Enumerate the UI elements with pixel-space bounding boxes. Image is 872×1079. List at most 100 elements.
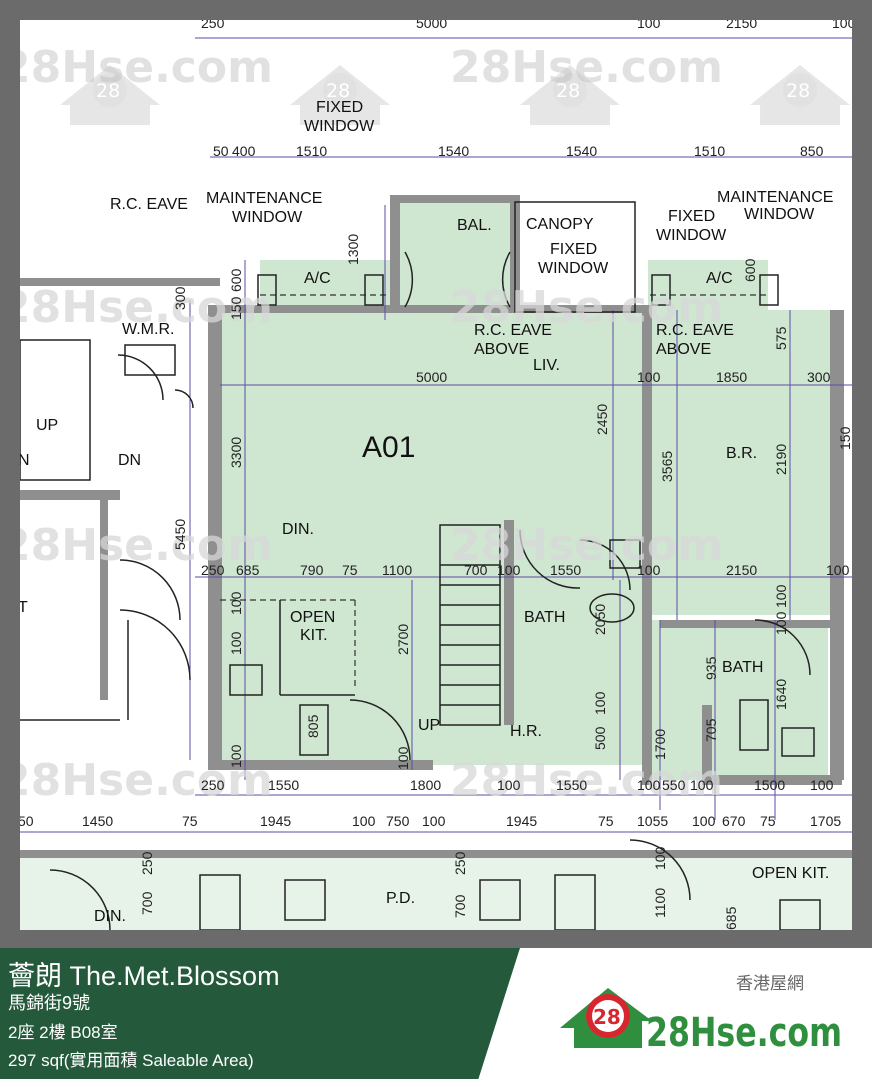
svg-text:28: 28 xyxy=(786,80,810,102)
dim-text: 805 xyxy=(305,714,321,738)
dim-text: 100 xyxy=(228,631,244,655)
wall-right xyxy=(830,310,844,780)
wall-corridor-mid xyxy=(20,490,120,500)
dim-text: 1055 xyxy=(637,813,668,829)
rc-eave-above-left-2: ABOVE xyxy=(474,341,529,358)
dim-text: 1500 xyxy=(754,777,785,793)
dim-text: 100 xyxy=(592,691,608,715)
dimension-lines xyxy=(20,37,852,833)
hr-label: H.R. xyxy=(510,723,542,740)
dim-text: 700 xyxy=(452,894,468,918)
dim-text: 670 xyxy=(722,813,746,829)
dim-text: 100 xyxy=(422,813,446,829)
property-address: 馬錦街9號 xyxy=(8,993,91,1013)
dim-text: 400 xyxy=(232,143,256,159)
dim-text: 1800 xyxy=(410,777,441,793)
dim-text: 100 xyxy=(637,562,661,578)
svg-text:28: 28 xyxy=(96,80,120,102)
dim-text: 1100 xyxy=(652,888,668,918)
balcony-area xyxy=(395,200,515,310)
dim-text: 2050 xyxy=(592,604,608,635)
dim-text: 250 xyxy=(139,851,155,875)
svg-text:28Hse.com: 28Hse.com xyxy=(20,282,273,333)
ac-left-label: A/C xyxy=(304,270,331,287)
dim-text: 250 xyxy=(201,777,225,793)
fixed-window-label-1: FIXED xyxy=(316,99,363,116)
dim-text: 100 xyxy=(497,562,521,578)
wall-top xyxy=(208,305,648,313)
wmr-label: W.M.R. xyxy=(122,321,174,338)
up-stair-label: UP xyxy=(418,717,440,734)
dim-text: 1540 xyxy=(566,143,597,159)
logo-cn-text: 香港屋網 xyxy=(736,974,804,994)
dim-text: 2190 xyxy=(773,444,789,475)
dim-text: 1640 xyxy=(773,679,789,710)
dim-text: 100 xyxy=(832,20,852,31)
svg-text:28Hse.com: 28Hse.com xyxy=(450,42,723,93)
dim-text: 150 xyxy=(837,426,852,450)
ac-platform-left xyxy=(260,260,390,310)
dim-text: 500 xyxy=(592,726,608,750)
logo-badge-text: 28 xyxy=(593,1005,621,1029)
dim-text: 1510 xyxy=(296,143,327,159)
dim-text: 2150 xyxy=(726,562,757,578)
dim-text: 700 xyxy=(139,891,155,915)
bal-label: BAL. xyxy=(457,217,492,234)
svg-text:28Hse.com: 28Hse.com xyxy=(20,755,273,806)
dim-text: 100 xyxy=(690,777,714,793)
wall-center xyxy=(642,305,652,625)
dim-text: 100 xyxy=(692,813,716,829)
site-logo[interactable]: 香港屋網 28 28Hse.com xyxy=(560,966,850,1066)
dim-text: 250 xyxy=(452,851,468,875)
dim-text: 250 xyxy=(201,562,225,578)
dim-text: 75 xyxy=(182,813,198,829)
dim-text: 1945 xyxy=(506,813,537,829)
dim-text: 50 xyxy=(213,143,229,159)
footer-info-panel: 薈朗 The.Met.Blossom 馬錦街9號 2座 2樓 B08室 297 … xyxy=(0,948,520,1079)
fixed-window-right-1: FIXED xyxy=(668,208,715,225)
dim-text: 100 xyxy=(826,562,850,578)
logo-text: 28Hse.com xyxy=(646,1010,842,1056)
wall-left xyxy=(208,305,222,765)
dim-text: 1550 xyxy=(268,777,299,793)
svg-text:28: 28 xyxy=(556,80,580,102)
dim-text: 300 xyxy=(807,369,831,385)
dim-text: 705 xyxy=(703,718,719,742)
dim-text: 790 xyxy=(300,562,324,578)
t-label: T xyxy=(20,599,28,616)
dim-text: 100 xyxy=(773,611,789,635)
rc-eave-above-left-1: R.C. EAVE xyxy=(474,322,552,339)
pd-label: P.D. xyxy=(386,890,415,907)
dim-text: 1550 xyxy=(556,777,587,793)
footer: 薈朗 The.Met.Blossom 馬錦街9號 2座 2樓 B08室 297 … xyxy=(0,948,872,1079)
dim-text: 5000 xyxy=(416,369,447,385)
lower-units-area xyxy=(20,855,852,930)
wall-stair-left xyxy=(100,500,108,700)
dim-text: 100 xyxy=(228,744,244,768)
wall-lower-top xyxy=(20,850,852,858)
wall-bath-top xyxy=(660,620,840,628)
dimension-texts: 250 5000 100 2150 100 50 400 1510 1540 1… xyxy=(20,20,852,930)
wall-bal-top xyxy=(390,195,520,203)
dim-text: 100 xyxy=(652,846,668,870)
dim-text: 1705 xyxy=(810,813,841,829)
dim-text: 750 xyxy=(386,813,410,829)
wall-bal-left xyxy=(390,198,400,308)
dim-text: 2450 xyxy=(594,404,610,435)
dim-text: 850 xyxy=(800,143,824,159)
maint-window-right-2: WINDOW xyxy=(744,206,815,223)
dim-text: 2150 xyxy=(726,20,757,31)
dim-text: 1300 xyxy=(345,234,361,265)
fixed-window-right-2: WINDOW xyxy=(656,227,727,244)
wall-bottom-left xyxy=(208,760,433,770)
kitchen-area xyxy=(220,590,360,765)
dim-text: 75 xyxy=(760,813,776,829)
dim-text: 100 xyxy=(637,369,661,385)
bath-left-area xyxy=(510,565,645,705)
dim-text: 100 xyxy=(810,777,834,793)
dim-text: 100 xyxy=(395,746,411,770)
dim-text: 1700 xyxy=(652,729,668,760)
dim-text: 3300 xyxy=(228,437,244,468)
dim-text: 100 xyxy=(497,777,521,793)
dim-text: 100 xyxy=(773,584,789,608)
